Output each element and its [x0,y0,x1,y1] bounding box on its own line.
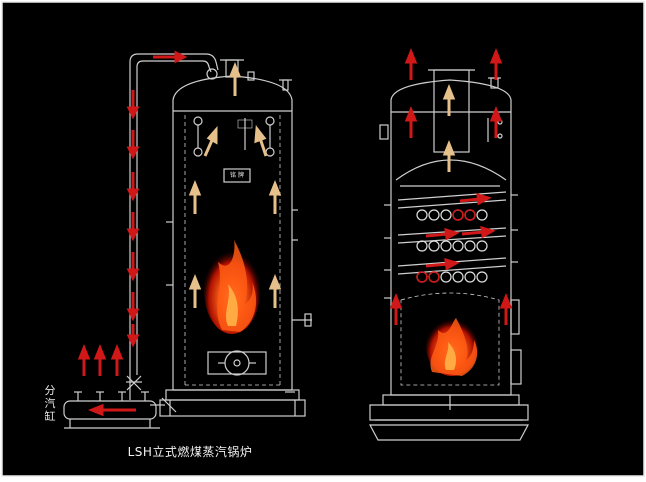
nameplate-label: 铭 牌 [230,172,244,179]
steam-arrow-icon [389,47,513,325]
valve-icon [206,68,218,80]
fire-icon [426,316,478,376]
steam-header-label: 分 汽 缸 [44,384,56,423]
steam-arrow-icon [77,343,136,417]
flue-gas-arrow-icon [442,83,456,172]
left-boiler [159,59,312,417]
steam-header [63,391,177,429]
tube-ends-hot [416,209,476,283]
nameplate-box [223,168,251,183]
fire-icon [204,240,260,334]
right-shell [390,79,512,396]
steam-arrow-icon [126,50,188,348]
steam-pipe [126,53,219,400]
flue-gas-arrow-icon [188,61,282,308]
diagram-caption: LSH立式燃煤蒸汽锅炉 [127,445,253,459]
